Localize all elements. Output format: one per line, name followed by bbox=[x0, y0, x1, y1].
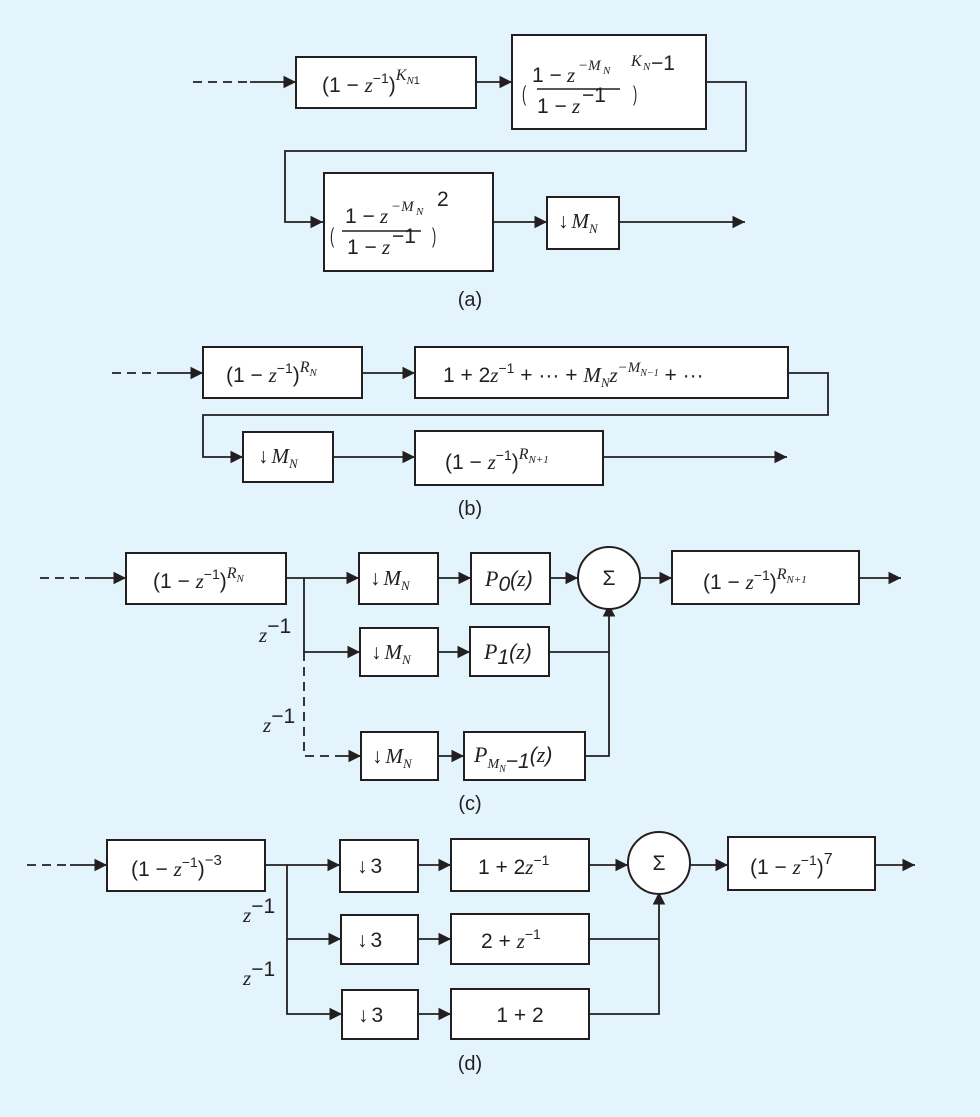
a2-exp-tail: −1 bbox=[651, 52, 675, 75]
block-d1-label: (1 − z−1)−3 bbox=[131, 852, 222, 881]
block-d2-downsampler bbox=[339, 839, 419, 893]
block-c2-downsampler bbox=[358, 552, 439, 605]
svg-text:): ) bbox=[432, 224, 436, 248]
svg-text:z: z bbox=[379, 204, 388, 228]
block-c6-label: ↓MN bbox=[372, 744, 413, 771]
block-b1-label: (1 − z−1)RN bbox=[226, 359, 318, 387]
svg-text:−M: −M bbox=[578, 58, 602, 74]
wire-b2-b3 bbox=[202, 372, 829, 464]
svg-text:N: N bbox=[415, 206, 424, 218]
svg-text:(: ( bbox=[330, 224, 334, 248]
panel-d: (1 − z−1)−3 z−1 z−1 ↓3 1 + 2z−1 ↓3 2 + z… bbox=[27, 831, 915, 1075]
svg-text:z: z bbox=[566, 63, 575, 87]
delay-label-2: z−1 bbox=[262, 705, 295, 737]
block-c5-label: P1(z) bbox=[483, 639, 532, 669]
svg-text:−1: −1 bbox=[582, 84, 606, 107]
block-b4 bbox=[414, 430, 604, 486]
block-b3-label: ↓MN bbox=[258, 444, 299, 471]
svg-text:(: ( bbox=[522, 82, 526, 106]
block-c6-downsampler bbox=[360, 731, 439, 781]
block-c3 bbox=[470, 552, 551, 605]
block-c4-label: ↓MN bbox=[371, 640, 412, 667]
block-c3-label: P0(z) bbox=[484, 566, 533, 596]
block-b1 bbox=[202, 346, 363, 399]
svg-text:1 −: 1 − bbox=[537, 95, 567, 118]
block-c7-label: PMN−1(z) bbox=[473, 742, 552, 775]
a2-num: 1 − bbox=[532, 64, 562, 87]
block-d5-label: 2 + z−1 bbox=[481, 926, 541, 953]
sigma-symbol: Σ bbox=[603, 567, 616, 590]
svg-text:z: z bbox=[571, 94, 580, 118]
block-d7-label: 1 + 2 bbox=[496, 1004, 543, 1027]
caption-d: (d) bbox=[458, 1053, 482, 1075]
block-c2-label: ↓MN bbox=[370, 566, 411, 593]
svg-text:1 −: 1 − bbox=[347, 236, 377, 259]
panel-a: (1 − z−1)KN1 ( 1 − z −M N 1 − z −1 ) K N… bbox=[193, 34, 747, 311]
branch-1 bbox=[286, 865, 341, 946]
block-c5 bbox=[469, 626, 550, 677]
branch-dashed bbox=[303, 652, 340, 757]
block-a3-label: ( 1 − z −M N 1 − z −1 ) 2 bbox=[330, 188, 449, 259]
block-d2-label: ↓3 bbox=[357, 855, 382, 878]
caption-a: (a) bbox=[458, 289, 482, 311]
block-b4-label: (1 − z−1)RN+1 bbox=[445, 446, 549, 474]
block-a4-downsampler bbox=[546, 196, 620, 250]
delay-label-2: z−1 bbox=[242, 958, 275, 990]
svg-text:N: N bbox=[642, 61, 651, 73]
svg-text:K: K bbox=[630, 53, 643, 70]
wire-to-sum-d bbox=[589, 892, 666, 1015]
delay-label-1: z−1 bbox=[242, 895, 275, 927]
block-a1 bbox=[295, 56, 477, 109]
block-c9 bbox=[671, 550, 860, 605]
block-c9-label: (1 − z−1)RN+1 bbox=[703, 566, 807, 594]
block-d9 bbox=[727, 836, 876, 891]
wire-to-sum-c bbox=[585, 604, 616, 757]
block-b3-downsampler bbox=[242, 431, 334, 483]
branch-2 bbox=[286, 939, 342, 1021]
block-d3-label: 1 + 2z−1 bbox=[478, 852, 550, 879]
sigma-symbol: Σ bbox=[653, 852, 666, 875]
block-d7 bbox=[450, 988, 590, 1040]
svg-text:N: N bbox=[602, 65, 611, 77]
branch-1 bbox=[303, 578, 360, 659]
block-c7 bbox=[463, 731, 586, 781]
delay-label-1: z−1 bbox=[258, 615, 291, 647]
block-d9-label: (1 − z−1)7 bbox=[750, 851, 833, 879]
block-a1-label: (1 − z−1)KN1 bbox=[322, 67, 420, 97]
caption-b: (b) bbox=[458, 498, 482, 520]
block-d6-label: ↓3 bbox=[358, 1004, 383, 1027]
summing-junction-d bbox=[627, 831, 691, 895]
panel-b: (1 − z−1)RN 1 + 2z−1 + ··· + MNz−MN−1 + … bbox=[112, 346, 829, 520]
svg-text:1 −: 1 − bbox=[345, 205, 375, 228]
block-d1 bbox=[106, 839, 266, 892]
svg-text:−1: −1 bbox=[392, 225, 416, 248]
svg-text:2: 2 bbox=[437, 188, 449, 211]
block-a4-label: ↓MN bbox=[558, 209, 599, 236]
wire-a2-a3 bbox=[284, 81, 747, 229]
block-a2-label: ( 1 − z −M N 1 − z −1 ) K N −1 bbox=[522, 52, 675, 118]
block-c4-downsampler bbox=[359, 627, 439, 677]
block-c1 bbox=[125, 552, 287, 605]
caption-c: (c) bbox=[458, 793, 481, 815]
svg-text:): ) bbox=[633, 82, 637, 106]
block-a2 bbox=[511, 34, 707, 130]
block-d4-label: ↓3 bbox=[357, 929, 382, 952]
svg-text:z: z bbox=[381, 235, 390, 259]
block-c1-label: (1 − z−1)RN bbox=[153, 565, 245, 593]
block-b2-label: 1 + 2z−1 + ··· + MNz−MN−1 + ··· bbox=[443, 360, 704, 390]
block-d4-downsampler bbox=[340, 914, 419, 965]
panel-c: (1 − z−1)RN z−1 z−1 ↓MN P0(z) ↓MN P1(z) … bbox=[40, 546, 901, 815]
svg-text:−M: −M bbox=[391, 199, 415, 215]
